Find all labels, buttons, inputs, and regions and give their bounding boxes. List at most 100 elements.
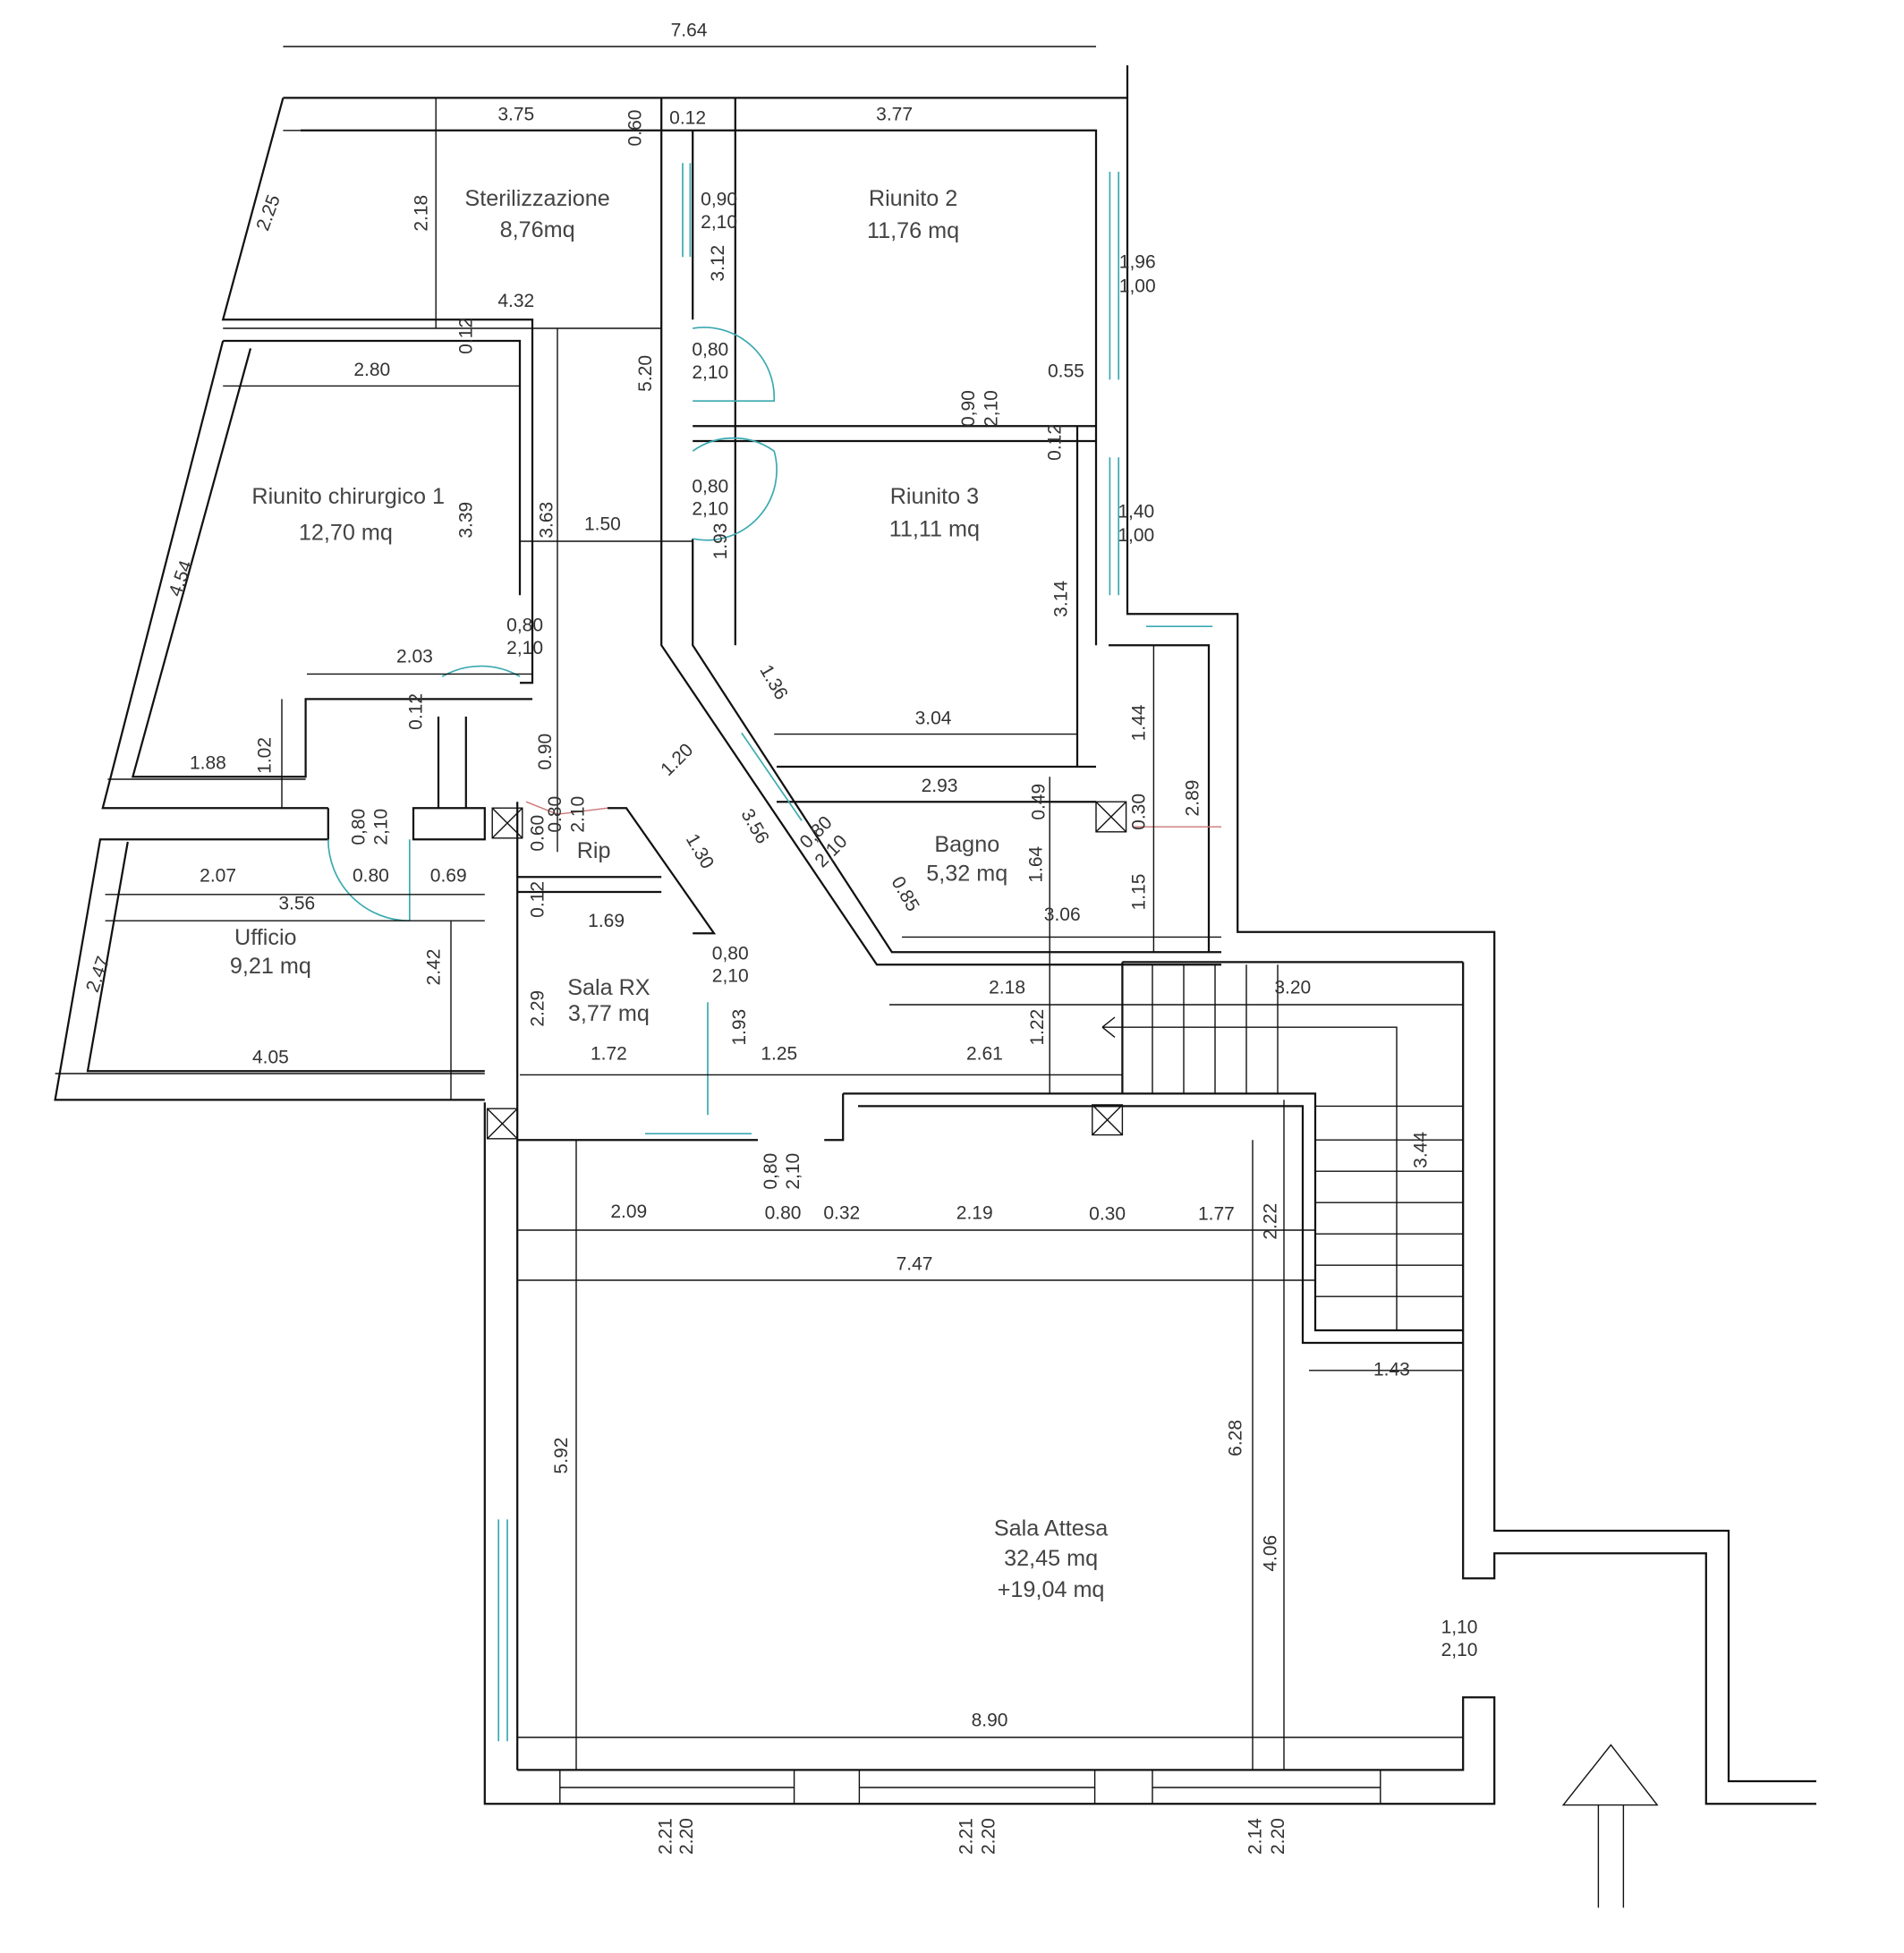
dimension-label: 2,10 [712, 966, 749, 987]
dimension-label: 2.20 [979, 1818, 999, 1855]
dimension-label: 0.12 [456, 318, 477, 354]
room-name-riunito-chirurgico-1: Riunito chirurgico 1 [251, 484, 445, 509]
dimension-label: 0,90 [701, 190, 737, 210]
room-name-sterilizzazione: Sterilizzazione [464, 186, 609, 211]
room-area-ufficio: 9,21 mq [230, 954, 311, 979]
room-name-riunito-3: Riunito 3 [890, 484, 979, 509]
dimension-label: 0.55 [1048, 361, 1084, 382]
dimension-label: 2.61 [966, 1044, 1003, 1065]
room-name-riunito-2: Riunito 2 [869, 186, 957, 211]
dimension-label: 0.12 [406, 693, 427, 730]
dimension-label: 2.10 [567, 796, 588, 833]
dimension-label: 0.12 [1045, 424, 1066, 461]
dimension-label: 1.36 [755, 661, 791, 703]
dimension-label: 0.30 [1089, 1204, 1126, 1225]
dimension-label: 2.18 [411, 195, 431, 232]
dimension-label: 2,10 [1441, 1640, 1478, 1660]
dimension-label: 3.77 [876, 105, 913, 125]
dimension-label: 2,10 [701, 212, 737, 233]
dimension-label: 3.56 [736, 805, 772, 847]
dimension-label: 2.20 [1268, 1818, 1288, 1855]
dimension-label: 2.89 [1183, 780, 1203, 817]
dimension-label: 1.30 [682, 830, 718, 872]
dimension-label: 3.12 [708, 245, 728, 282]
room-area-sala-rx: 3,77 mq [568, 1001, 650, 1026]
dimension-label: 1,00 [1119, 276, 1156, 296]
dimension-label: 0.80 [765, 1202, 802, 1223]
dimension-label: 0.60 [625, 110, 646, 147]
dimension-label: 1.02 [254, 737, 275, 774]
dimension-label: 5.20 [635, 355, 656, 392]
dimension-label: 2,10 [506, 638, 543, 658]
dimension-label: 1.64 [1026, 845, 1047, 882]
dimension-label: 2.22 [1261, 1203, 1281, 1240]
dimension-label: 2.21 [655, 1818, 676, 1855]
dimension-label: 1.77 [1198, 1204, 1235, 1225]
dimension-label: 1.93 [729, 1009, 750, 1046]
dimension-label: 0.90 [535, 734, 556, 770]
dimension-label: 3.06 [1044, 904, 1081, 925]
dimension-label: 3.56 [278, 894, 315, 914]
dimension-label: 2.19 [956, 1202, 993, 1223]
room-area-riunito-chirurgico-1: 12,70 mq [299, 521, 393, 546]
dimension-label: 1,40 [1118, 501, 1154, 522]
dimension-label: 0.69 [430, 866, 467, 887]
dimension-label: 2.25 [252, 192, 285, 234]
dimension-label: 1.43 [1373, 1359, 1410, 1380]
dimension-label: 2.80 [353, 360, 390, 380]
dimension-label: 2,10 [692, 362, 728, 383]
room-area-sala-attesa: 32,45 mq [1004, 1546, 1098, 1571]
dimension-label: 2.29 [528, 990, 548, 1027]
dimension-label: 1.44 [1129, 704, 1150, 741]
dimension-label: 0.60 [528, 815, 548, 852]
room-name-sala-rx: Sala RX [567, 975, 650, 1000]
dimension-label: 3.63 [536, 502, 557, 539]
dimension-label: 2.18 [989, 977, 1025, 998]
room-area-riunito-2: 11,76 mq [867, 218, 959, 243]
dimension-label: 2,10 [371, 809, 392, 845]
dimension-label: 0.85 [887, 873, 922, 915]
dimension-label: 2.09 [610, 1202, 647, 1222]
dimension-label: 1,10 [1441, 1618, 1478, 1638]
dimension-label: 0.12 [528, 881, 548, 918]
dimension-label: 0.49 [1029, 784, 1050, 820]
dimension-label: 2.07 [200, 866, 236, 887]
dimension-label: 4.32 [497, 291, 534, 311]
dimension-label: 1.93 [710, 523, 731, 560]
dimension-label: 8.90 [972, 1710, 1008, 1730]
dimension-label: 2.20 [676, 1818, 697, 1855]
dimension-label: 4.05 [252, 1048, 289, 1068]
room-name-rip: Rip [577, 838, 611, 863]
dimension-label: 2,10 [783, 1153, 803, 1190]
room-area-riunito-3: 11,11 mq [889, 516, 980, 541]
dimension-label: 0,80 [761, 1153, 781, 1190]
room-area-sterilizzazione: 8,76mq [500, 217, 575, 242]
dimension-label: 0,80 [348, 809, 369, 845]
dimension-label: 1.20 [657, 740, 697, 780]
dimension-label: 1.88 [190, 753, 226, 774]
dimension-label: 0.12 [669, 108, 706, 129]
dimension-label: 3.75 [497, 105, 534, 125]
dimension-label: 7.64 [671, 21, 708, 41]
dimension-label: 5.92 [551, 1438, 572, 1474]
dimension-label: 0.30 [1129, 794, 1150, 830]
room-area-bagno: 5,32 mq [926, 861, 1007, 886]
dimension-label: 2.03 [396, 647, 433, 667]
dimension-label: 1.25 [761, 1044, 797, 1065]
dimension-label: 0,80 [506, 616, 543, 636]
dimension-label: 1,96 [1119, 252, 1156, 273]
dimension-label: 4.54 [165, 557, 197, 599]
dimension-label: 0,90 [958, 390, 979, 427]
dimension-label: 3.44 [1411, 1132, 1432, 1168]
dimension-label: 3.20 [1274, 977, 1311, 998]
room-labels: Sterilizzazione 8,76mq Riunito 2 11,76 m… [230, 186, 1109, 1602]
dimension-label: 2.21 [956, 1818, 976, 1855]
dimension-label: 0,80 [692, 476, 728, 497]
room-name-ufficio: Ufficio [234, 925, 297, 950]
dimension-label: 0,80 [692, 340, 728, 361]
dimension-label: 0.32 [823, 1202, 860, 1223]
dimension-label: 0.80 [545, 796, 565, 833]
room-name-sala-attesa: Sala Attesa [994, 1516, 1109, 1541]
